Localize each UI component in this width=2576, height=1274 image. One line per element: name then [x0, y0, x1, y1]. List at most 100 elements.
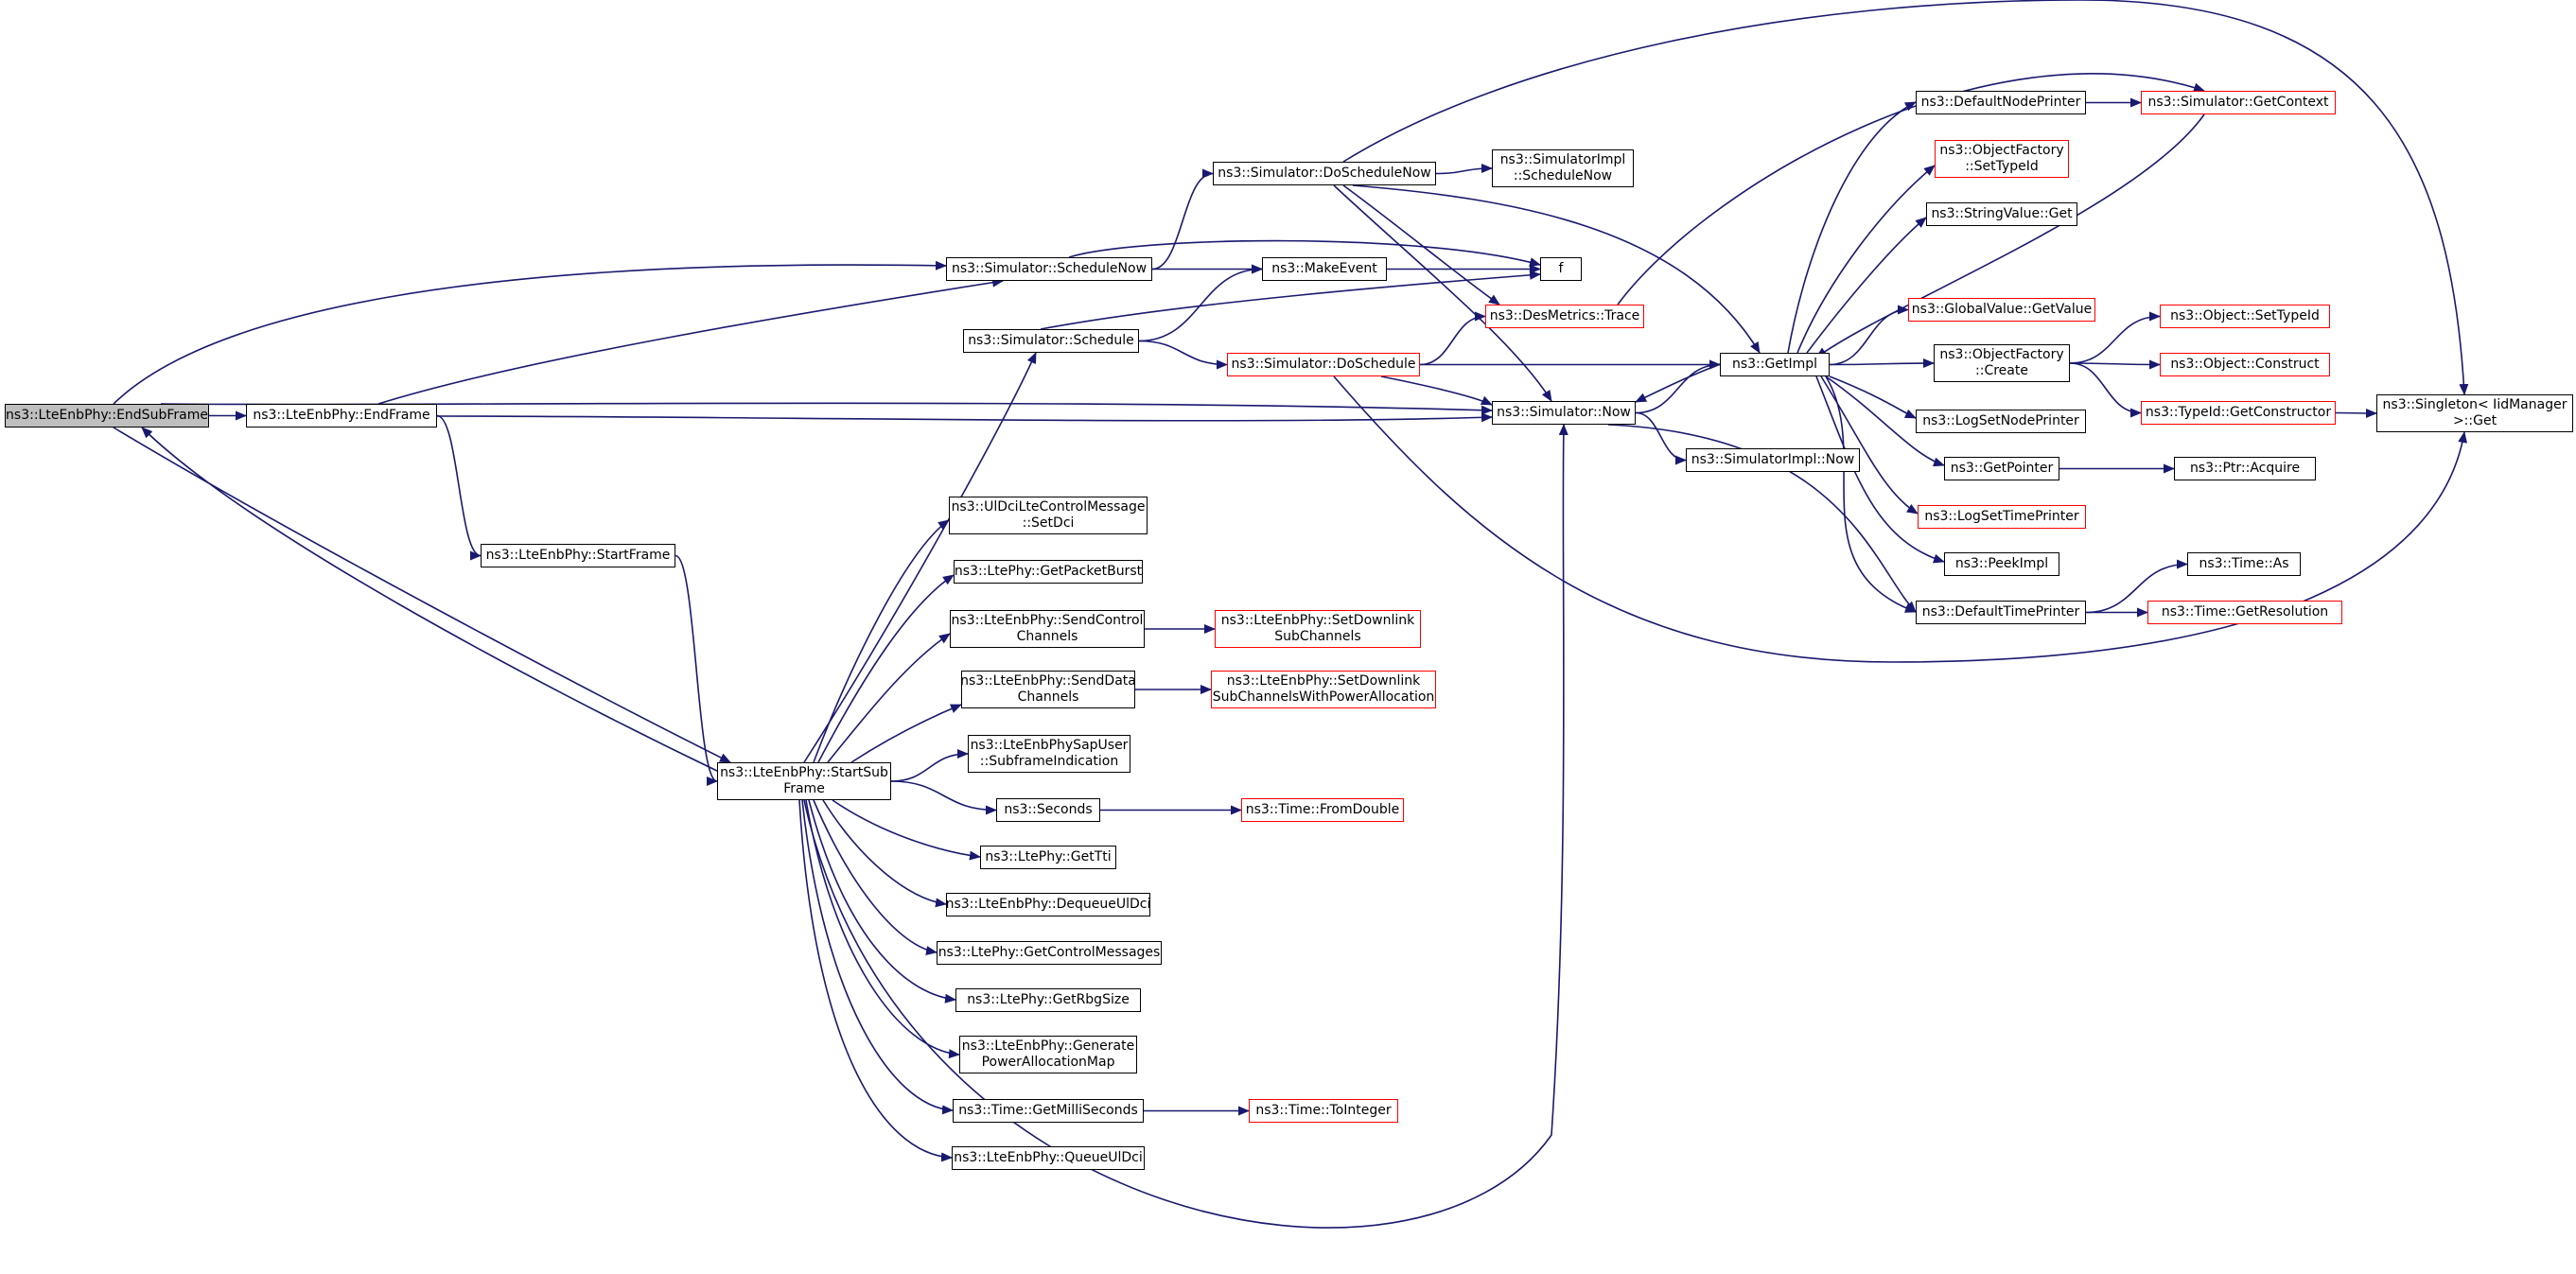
- node-get-milli-seconds[interactable]: ns3::Time::GetMilliSeconds: [953, 1099, 1144, 1123]
- node-ptr-acquire[interactable]: ns3::Ptr::Acquire: [2174, 457, 2316, 480]
- edge-start-sub-frame-to-now: [803, 424, 1568, 1229]
- node-simulator-now[interactable]: ns3::Simulator::Now: [1492, 401, 1636, 425]
- node-do-schedule[interactable]: ns3::Simulator::DoSchedule: [1227, 353, 1420, 376]
- edge-start-sub-frame-to-queue-ul-dci: [798, 799, 953, 1162]
- edge-start-sub-frame-to-get-rbg-size: [808, 799, 956, 1003]
- edge-start-sub-frame-to-get-packet-burst: [817, 574, 955, 763]
- node-get-tti[interactable]: ns3::LtePhy::GetTti: [980, 846, 1116, 869]
- edge-end-frame-to-schedule-now: [377, 277, 1004, 405]
- edge-default-time-printer-to-time-as: [2085, 559, 2188, 614]
- node-time-from-double[interactable]: ns3::Time::FromDouble: [1241, 798, 1404, 822]
- node-string-value-get[interactable]: ns3::StringValue::Get: [1926, 202, 2077, 226]
- edge-get-impl-to-log-set-node-printer: [1829, 375, 1917, 419]
- node-time-as[interactable]: ns3::Time::As: [2187, 552, 2301, 576]
- node-get-context[interactable]: ns3::Simulator::GetContext: [2141, 91, 2336, 114]
- node-time-get-resolution[interactable]: ns3::Time::GetResolution: [2147, 601, 2342, 624]
- edge-of-create-to-object-set-type-id: [2069, 311, 2161, 364]
- edge-of-create-to-object-construct: [2069, 359, 2161, 370]
- node-seconds[interactable]: ns3::Seconds: [996, 798, 1100, 822]
- edge-end-sub-frame-to-start-sub-frame: [113, 427, 731, 763]
- node-send-data-channels[interactable]: ns3::LteEnbPhy::SendData Channels: [960, 671, 1136, 708]
- edge-schedule-to-do-schedule: [1138, 340, 1228, 370]
- node-simulatorimpl-schedule-now[interactable]: ns3::SimulatorImpl ::ScheduleNow: [1492, 149, 1634, 187]
- node-des-metrics-trace[interactable]: ns3::DesMetrics::Trace: [1485, 305, 1644, 328]
- node-singleton-get[interactable]: ns3::Singleton< IidManager >::Get: [2376, 394, 2573, 432]
- edge-schedule-to-make-event: [1138, 264, 1263, 342]
- edge-typeid-get-constructor-to-singleton-get: [2335, 408, 2377, 418]
- node-objectfactory-set-type-id[interactable]: ns3::ObjectFactory ::SetTypeId: [1935, 140, 2069, 178]
- node-get-rbg-size[interactable]: ns3::LtePhy::GetRbgSize: [955, 988, 1141, 1012]
- node-set-downlink-subchannels-power-allocation[interactable]: ns3::LteEnbPhy::SetDownlink SubChannelsW…: [1211, 671, 1436, 708]
- node-peek-impl[interactable]: ns3::PeekImpl: [1944, 552, 2059, 576]
- node-default-time-printer[interactable]: ns3::DefaultTimePrinter: [1916, 601, 2086, 624]
- node-get-packet-burst[interactable]: ns3::LtePhy::GetPacketBurst: [954, 560, 1143, 584]
- edge-do-schedule-to-now: [1380, 375, 1493, 406]
- edge-get-impl-to-string-value-get: [1806, 217, 1927, 354]
- node-send-control-channels[interactable]: ns3::LteEnbPhy::SendControl Channels: [950, 610, 1145, 648]
- edge-get-impl-to-of-create: [1829, 358, 1935, 369]
- node-set-dci[interactable]: ns3::UlDciLteControlMessage ::SetDci: [949, 497, 1148, 534]
- node-global-value-get-value[interactable]: ns3::GlobalValue::GetValue: [1908, 298, 2095, 322]
- edge-start-sub-frame-to-get-control-messages: [813, 799, 938, 956]
- edge-do-schedule-to-singleton-get: [1333, 375, 2468, 663]
- edge-get-impl-to-default-node-printer: [1787, 101, 1917, 354]
- edge-schedule-to-f: [1040, 270, 1541, 330]
- edge-start-sub-frame-to-send-data-channels: [850, 704, 962, 763]
- node-make-event[interactable]: ns3::MakeEvent: [1262, 257, 1387, 281]
- edge-now-to-simimpl-now: [1635, 411, 1687, 465]
- edge-start-sub-frame-to-seconds: [890, 780, 997, 815]
- edge-now-to-get-impl: [1635, 359, 1721, 414]
- edge-get-impl-to-of-set-type-id: [1796, 165, 1936, 354]
- node-start-sub-frame[interactable]: ns3::LteEnbPhy::StartSub Frame: [717, 762, 891, 800]
- node-f[interactable]: f: [1540, 257, 1582, 281]
- edge-schedule-now-to-f: [1068, 239, 1541, 267]
- node-dequeue-ul-dci[interactable]: ns3::LteEnbPhy::DequeueUlDci: [946, 893, 1150, 916]
- edge-get-impl-to-now: [1635, 363, 1721, 403]
- node-do-schedule-now[interactable]: ns3::Simulator::DoScheduleNow: [1213, 162, 1436, 185]
- node-object-construct[interactable]: ns3::Object::Construct: [2160, 353, 2330, 376]
- node-schedule[interactable]: ns3::Simulator::Schedule: [963, 329, 1139, 353]
- edge-des-metrics-trace-to-get-context: [1617, 73, 2205, 305]
- node-subframe-indication[interactable]: ns3::LteEnbPhySapUser ::SubframeIndicati…: [968, 735, 1130, 773]
- node-object-set-type-id[interactable]: ns3::Object::SetTypeId: [2160, 305, 2330, 328]
- node-start-frame[interactable]: ns3::LteEnbPhy::StartFrame: [481, 544, 675, 567]
- node-get-impl[interactable]: ns3::GetImpl: [1720, 353, 1830, 376]
- node-generate-power-allocation-map[interactable]: ns3::LteEnbPhy::Generate PowerAllocation…: [959, 1036, 1137, 1073]
- edge-start-sub-frame-to-set-dci: [813, 519, 950, 763]
- edge-get-impl-to-get-pointer: [1825, 375, 1945, 467]
- edge-of-create-to-typeid-get-constructor: [2069, 362, 2142, 418]
- edge-schedule-now-to-do-schedule-now: [1151, 168, 1214, 271]
- node-get-pointer[interactable]: ns3::GetPointer: [1944, 457, 2059, 480]
- edge-start-sub-frame-to-get-tti: [832, 799, 981, 861]
- edge-do-schedule-now-to-simimpl-schedule-now: [1435, 164, 1493, 175]
- edge-end-frame-to-start-frame: [436, 414, 482, 561]
- edge-do-schedule-to-des-metrics-trace: [1419, 311, 1486, 366]
- node-objectfactory-create[interactable]: ns3::ObjectFactory ::Create: [1934, 344, 2070, 382]
- edge-end-sub-frame-to-schedule-now: [113, 260, 947, 405]
- edge-start-sub-frame-to-dequeue-ul-dci: [822, 799, 947, 908]
- node-schedule-now[interactable]: ns3::Simulator::ScheduleNow: [946, 257, 1152, 281]
- node-end-sub-frame[interactable]: ns3::LteEnbPhy::EndSubFrame: [5, 404, 209, 428]
- node-queue-ul-dci[interactable]: ns3::LteEnbPhy::QueueUlDci: [952, 1146, 1145, 1170]
- node-log-set-node-printer[interactable]: ns3::LogSetNodePrinter: [1916, 410, 2086, 433]
- edge-get-impl-to-default-time-printer: [1825, 375, 1917, 613]
- edge-start-sub-frame-to-end-sub-frame: [141, 427, 720, 773]
- edge-do-schedule-now-to-now: [1333, 184, 1552, 402]
- edge-start-sub-frame-to-get-milli-seconds: [801, 799, 954, 1115]
- node-time-to-integer[interactable]: ns3::Time::ToInteger: [1249, 1099, 1398, 1123]
- edge-get-impl-to-peek-impl: [1815, 375, 1945, 564]
- edge-start-sub-frame-to-generate-power-allocation-map: [805, 799, 960, 1059]
- edge-now-to-default-time-printer: [1607, 424, 1917, 613]
- node-end-frame[interactable]: ns3::LteEnbPhy::EndFrame: [246, 404, 437, 428]
- edge-start-sub-frame-to-send-control-channels: [827, 633, 951, 763]
- node-simulatorimpl-now[interactable]: ns3::SimulatorImpl::Now: [1686, 448, 1860, 472]
- edge-end-frame-to-now: [436, 412, 1493, 423]
- node-set-downlink-subchannels[interactable]: ns3::LteEnbPhy::SetDownlink SubChannels: [1215, 610, 1421, 648]
- node-log-set-time-printer[interactable]: ns3::LogSetTimePrinter: [1918, 505, 2086, 529]
- edge-do-schedule-now-to-get-impl: [1352, 184, 1761, 354]
- edge-start-frame-to-start-sub-frame: [675, 554, 718, 786]
- node-typeid-get-constructor[interactable]: ns3::TypeId::GetConstructor: [2141, 401, 2336, 425]
- node-get-control-messages[interactable]: ns3::LtePhy::GetControlMessages: [937, 941, 1162, 965]
- node-default-node-printer[interactable]: ns3::DefaultNodePrinter: [1916, 91, 2086, 114]
